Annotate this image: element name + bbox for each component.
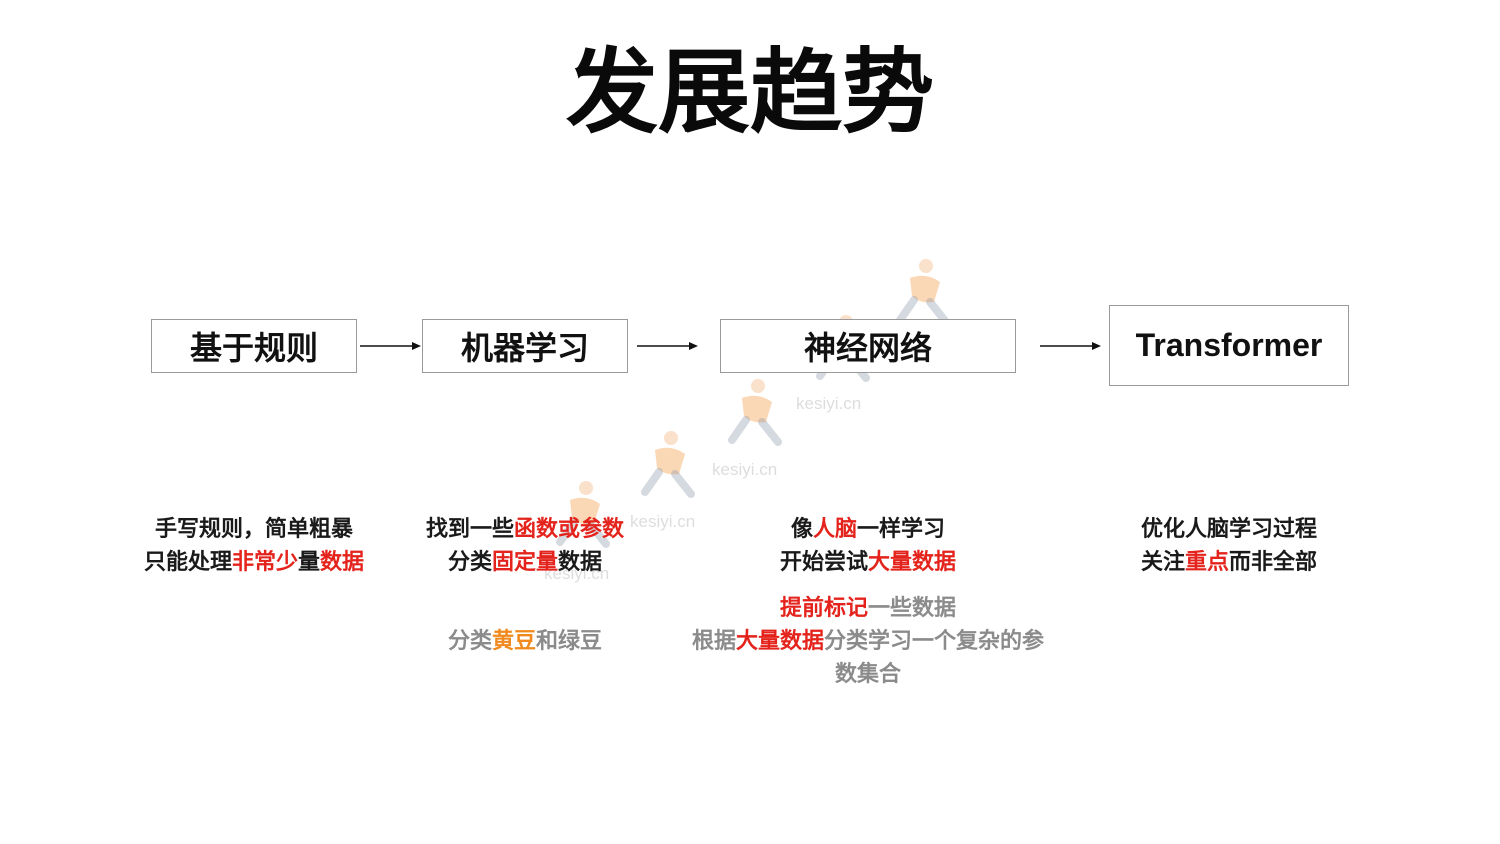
watermark-text: kesiyi.cn bbox=[796, 394, 862, 413]
desc-segment: 数据 bbox=[320, 550, 365, 575]
desc-segment: 只能处理 bbox=[143, 550, 232, 575]
desc-line: 分类固定量数据 bbox=[375, 546, 675, 579]
desc-line: 提前标记一些数据 bbox=[668, 592, 1068, 625]
desc-segment: 人脑 bbox=[812, 517, 857, 542]
page-title: 发展趋势 bbox=[565, 39, 934, 146]
desc-segment: 关注 bbox=[1140, 550, 1185, 575]
desc-segment: 函数或参数 bbox=[514, 517, 625, 542]
stage-label: 神经网络 bbox=[803, 329, 932, 367]
desc-segment: 数据 bbox=[558, 550, 603, 575]
desc-segment: 量 bbox=[298, 550, 321, 575]
desc-segment: 一样学习 bbox=[857, 517, 946, 542]
desc-line: 数集合 bbox=[834, 662, 901, 687]
stage-box-transformer: Transformer bbox=[1109, 305, 1349, 386]
desc-line: 优化人脑学习过程 bbox=[1140, 517, 1317, 542]
desc-segment: 像 bbox=[790, 517, 813, 542]
desc-line: 手写规则，简单粗暴 bbox=[154, 517, 353, 542]
desc-line: 分类黄豆和绿豆 bbox=[375, 625, 675, 658]
desc-segment: 和绿豆 bbox=[536, 629, 603, 654]
desc-segment: 而非全部 bbox=[1229, 550, 1318, 575]
stage-label: 机器学习 bbox=[460, 329, 589, 367]
desc-nn: 像人脑一样学习 开始尝试大量数据 bbox=[668, 513, 1068, 579]
desc-segment: 大量数据 bbox=[868, 550, 957, 575]
watermark-text: kesiyi.cn bbox=[712, 460, 778, 479]
desc-line: 根据大量数据分类学习一个复杂的参 bbox=[668, 625, 1068, 658]
stage-box-nn: 神经网络 bbox=[720, 319, 1016, 373]
desc-ml: 找到一些函数或参数 分类固定量数据 bbox=[375, 513, 675, 579]
desc-line: 关注重点而非全部 bbox=[1079, 546, 1379, 579]
desc-line: 只能处理非常少量数据 bbox=[104, 546, 404, 579]
stage-label: 基于规则 bbox=[189, 329, 318, 367]
desc-segment: 提前标记 bbox=[779, 596, 868, 621]
stage-box-rules: 基于规则 bbox=[151, 319, 357, 373]
desc-segment: 重点 bbox=[1184, 550, 1229, 575]
desc-segment: 根据 bbox=[691, 629, 736, 654]
desc-rules: 手写规则，简单粗暴 只能处理非常少量数据 bbox=[104, 513, 404, 579]
desc-segment: 找到一些 bbox=[425, 517, 514, 542]
desc-segment: 非常少 bbox=[231, 550, 298, 575]
desc-ml-example: 分类黄豆和绿豆 bbox=[375, 625, 675, 658]
stage-label: Transformer bbox=[1135, 327, 1323, 363]
arrow-right-icon bbox=[637, 342, 698, 350]
desc-segment: 一些数据 bbox=[868, 596, 957, 621]
desc-line: 开始尝试大量数据 bbox=[668, 546, 1068, 579]
stage-box-ml: 机器学习 bbox=[422, 319, 628, 373]
desc-line: 像人脑一样学习 bbox=[668, 513, 1068, 546]
desc-segment: 黄豆 bbox=[491, 629, 536, 654]
desc-nn-example: 提前标记一些数据 根据大量数据分类学习一个复杂的参 数集合 bbox=[668, 592, 1068, 691]
arrow-right-icon bbox=[360, 342, 421, 350]
arrow-right-icon bbox=[1040, 342, 1101, 350]
desc-line: 找到一些函数或参数 bbox=[375, 513, 675, 546]
desc-transformer: 优化人脑学习过程 关注重点而非全部 bbox=[1079, 513, 1379, 579]
desc-segment: 分类 bbox=[447, 629, 492, 654]
running-person-icon bbox=[728, 379, 782, 446]
desc-segment: 开始尝试 bbox=[779, 550, 868, 575]
running-person-icon bbox=[641, 431, 695, 498]
desc-segment: 分类学习一个复杂的参 bbox=[824, 629, 1045, 654]
desc-segment: 分类 bbox=[447, 550, 492, 575]
desc-segment: 大量数据 bbox=[735, 629, 824, 654]
desc-segment: 固定量 bbox=[491, 550, 558, 575]
